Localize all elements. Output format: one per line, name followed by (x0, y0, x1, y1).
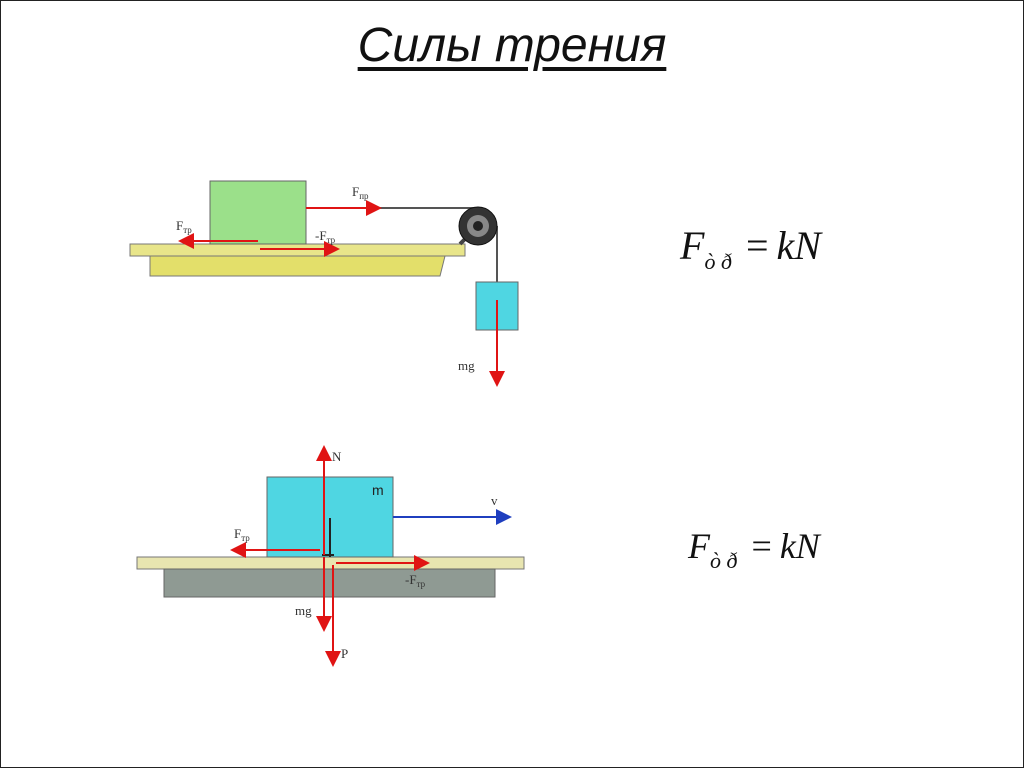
table2-top (136, 556, 525, 570)
slide-title: Силы трения (357, 19, 667, 72)
table-body (149, 255, 446, 277)
diagram-block-on-table: m N v Fтр -Fтр mg P (136, 445, 525, 667)
formula-1-op: = (745, 223, 769, 268)
label-f-neg: -Fтр (315, 228, 336, 245)
formula-1-lhs: F (680, 223, 705, 268)
label-f-neg2: -Fтр (405, 572, 426, 589)
formula-1: Fò ð =kN (680, 222, 821, 275)
formula-1-rhs: kN (776, 223, 821, 268)
formula-2-sub: ò ð (710, 548, 738, 573)
pulley-axle (473, 221, 483, 231)
label-v: v (491, 493, 498, 508)
table2-body (163, 568, 496, 598)
label-p: P (341, 646, 348, 661)
formula-1-sub: ò ð (704, 249, 732, 274)
label-f-upper: Fпр (352, 184, 369, 201)
formula-2-op: = (751, 526, 772, 566)
label-f-left: Fтр (176, 218, 192, 235)
formula-2-lhs: F (688, 526, 710, 566)
formula-2-rhs: kN (779, 526, 820, 566)
label-m: m (372, 482, 384, 498)
label-f-left2: Fтр (234, 526, 250, 543)
diagram-pulley: Fпр Fтр -Fтр mg (129, 180, 519, 387)
label-mg: mg (458, 358, 475, 373)
label-n: N (332, 449, 342, 464)
formula-2: Fò ð =kN (688, 525, 820, 574)
label-mg2: mg (295, 603, 312, 618)
green-block (209, 180, 307, 245)
